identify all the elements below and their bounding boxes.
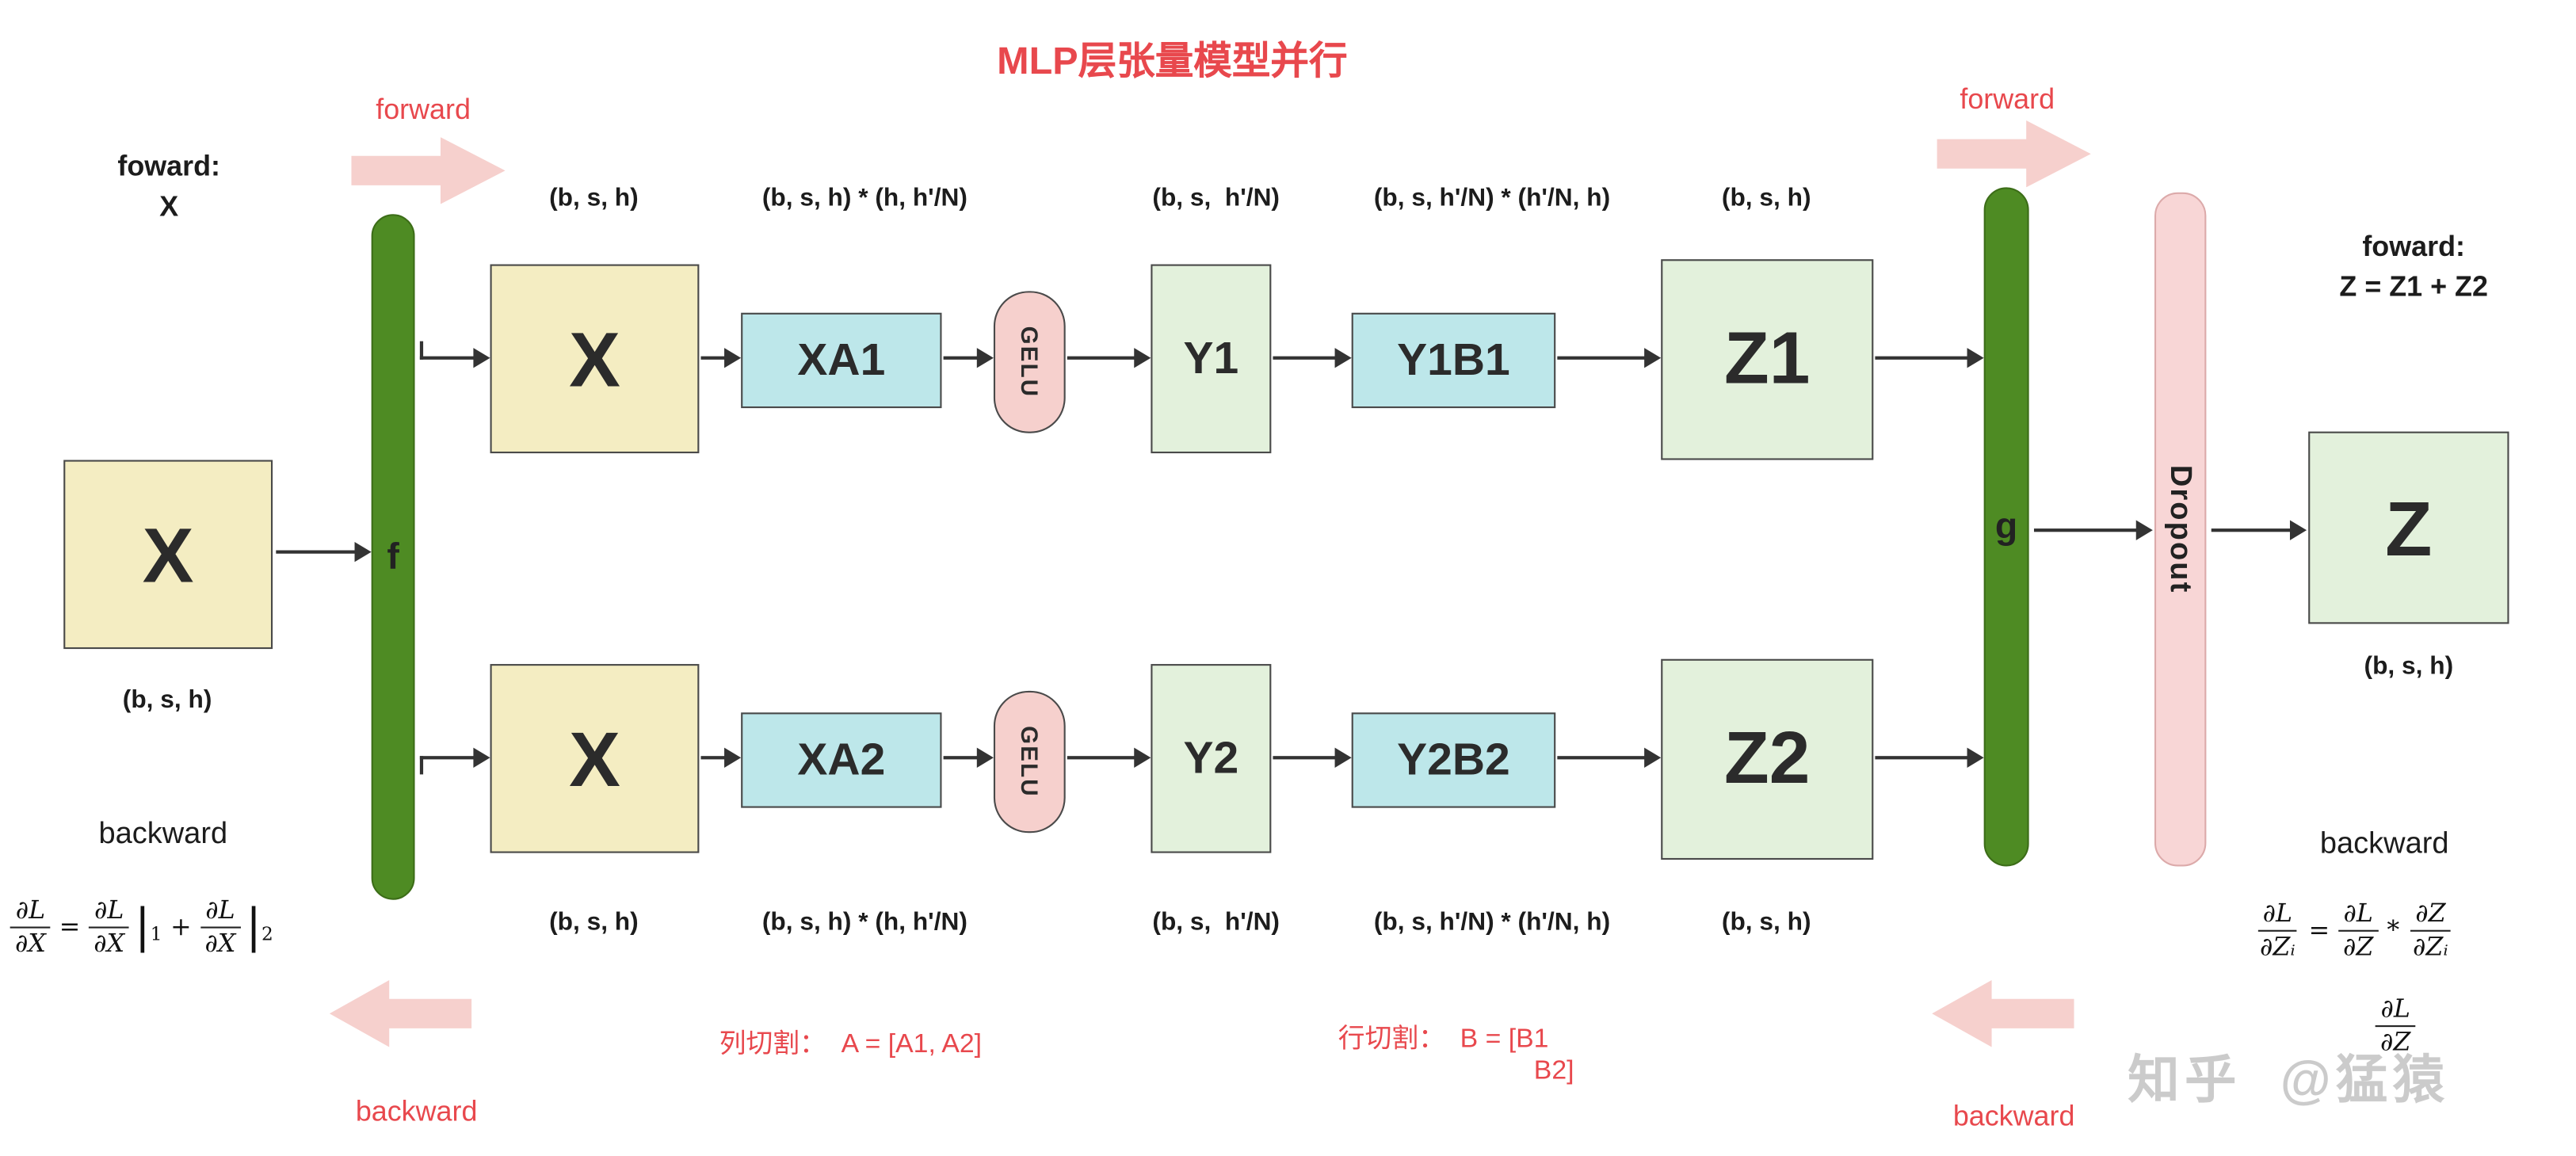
bottom-gelu-capsule: GELU [993, 690, 1066, 834]
output-z-box: Z [2308, 431, 2509, 624]
input-caption: foward: X [67, 147, 271, 227]
fraction: ∂L∂X [10, 895, 52, 959]
bottom-x-box: X [490, 664, 700, 853]
shape-annotation-top-1: (b, s, h) * (h, h'/N) [761, 184, 967, 213]
backward-caption-right: backward [2319, 826, 2449, 860]
row-split-note-line1: 行切割： B = [B1 [1338, 1025, 1549, 1054]
flow-arrow [1875, 348, 1984, 368]
shape-annotation-top-0: (b, s, h) [549, 184, 639, 213]
flow-arrow [276, 541, 372, 563]
flow-arrow [419, 747, 490, 768]
plus-sign: + [170, 912, 192, 943]
flow-arrow [419, 348, 490, 368]
backward-label-bottom-left: backward [355, 1095, 478, 1127]
flow-arrow [700, 747, 742, 768]
flow-arrow [1557, 747, 1662, 768]
diagram-title: MLP层张量模型并行 [997, 38, 1348, 82]
backward-arrow-icon [1932, 980, 2074, 1047]
output-caption: foward: Z = Z1 + Z2 [2272, 227, 2556, 307]
flow-arrow [1557, 348, 1662, 368]
shape-annotation-top-3: (b, s, h'/N) * (h'/N, h) [1373, 184, 1611, 213]
input-shape-label: (b, s, h) [122, 685, 212, 715]
gather-bar-g: g [1983, 187, 2029, 867]
dropout-bar: Dropout [2154, 192, 2207, 867]
backward-label-bottom-right: backward [1952, 1101, 2075, 1133]
top-z1-box: Z1 [1661, 259, 1874, 460]
forward-label-top-right: forward [1960, 83, 2055, 116]
eval-mark: |2 [246, 898, 273, 954]
shape-annotation-top-2: (b, s, h'/N) [1152, 184, 1280, 213]
scatter-bar-f: f [371, 214, 415, 900]
shape-annotation-bottom-2: (b, s, h'/N) [1152, 908, 1280, 937]
input-caption-line1: foward: [117, 150, 220, 183]
shape-annotation-bottom-3: (b, s, h'/N) * (h'/N, h) [1373, 908, 1611, 937]
shape-annotation-bottom-4: (b, s, h) [1721, 908, 1811, 937]
bottom-y2-box: Y2 [1151, 664, 1272, 853]
bottom-y2b2-box: Y2B2 [1351, 712, 1556, 808]
backward-caption-left: backward [98, 816, 228, 850]
multiply-sign: * [2387, 915, 2400, 946]
flow-arrow [1875, 747, 1984, 768]
backward-formula-right-2: ∂L∂Z [2376, 994, 2416, 1058]
shape-annotation-bottom-1: (b, s, h) * (h, h'/N) [761, 908, 967, 937]
top-y1-box: Y1 [1151, 264, 1272, 454]
top-xa1-box: XA1 [741, 312, 942, 409]
flow-arrow [1273, 348, 1352, 368]
flow-arrow [1273, 747, 1352, 768]
flow-arrow [2033, 520, 2153, 540]
output-shape-label: (b, s, h) [2364, 652, 2454, 681]
backward-formula-right: ∂L∂Zᵢ = ∂L∂Z * ∂Z∂Zᵢ [2255, 898, 2454, 963]
bottom-z2-box: Z2 [1661, 658, 1874, 860]
fraction: ∂L∂X [200, 895, 241, 959]
forward-label-top-left: forward [376, 93, 471, 126]
forward-arrow-icon [1937, 120, 2091, 188]
output-caption-line2: Z = Z1 + Z2 [2339, 270, 2488, 303]
fraction: ∂L∂X [89, 895, 130, 959]
top-y1b1-box: Y1B1 [1351, 312, 1556, 409]
eval-mark: |1 [134, 898, 162, 954]
top-x-box: X [490, 264, 700, 454]
backward-arrow-icon [329, 980, 472, 1047]
top-gelu-capsule: GELU [993, 291, 1066, 433]
backward-formula-left: ∂L∂X = ∂L∂X |1 + ∂L∂X |2 [10, 895, 273, 959]
flow-arrow [943, 747, 994, 768]
equals-sign: = [59, 912, 81, 943]
equals-sign: = [2308, 915, 2330, 946]
fraction: ∂L∂Z [2376, 994, 2416, 1058]
flow-arrow [1067, 747, 1151, 768]
shape-annotation-bottom-0: (b, s, h) [549, 908, 639, 937]
row-split-note-line2: B2] [1533, 1057, 1574, 1086]
fraction: ∂L∂Zᵢ [2255, 898, 2300, 963]
flow-arrow [700, 348, 742, 368]
flow-arrow [943, 348, 994, 368]
shape-annotation-top-4: (b, s, h) [1721, 184, 1811, 213]
flow-arrow [2211, 520, 2307, 540]
bottom-xa2-box: XA2 [741, 712, 942, 808]
output-caption-line1: foward: [2362, 231, 2465, 263]
column-split-note: 列切割： A = [A1, A2] [719, 1030, 983, 1059]
flow-elbow [419, 341, 424, 360]
watermark: 知乎 @猛猿 [2128, 1050, 2450, 1109]
fraction: ∂Z∂Zᵢ [2408, 898, 2453, 963]
flow-elbow [419, 756, 424, 775]
fraction: ∂L∂Z [2338, 898, 2379, 963]
input-x-box: X [63, 460, 273, 650]
flow-arrow [1067, 348, 1151, 368]
input-caption-line2: X [159, 190, 179, 223]
